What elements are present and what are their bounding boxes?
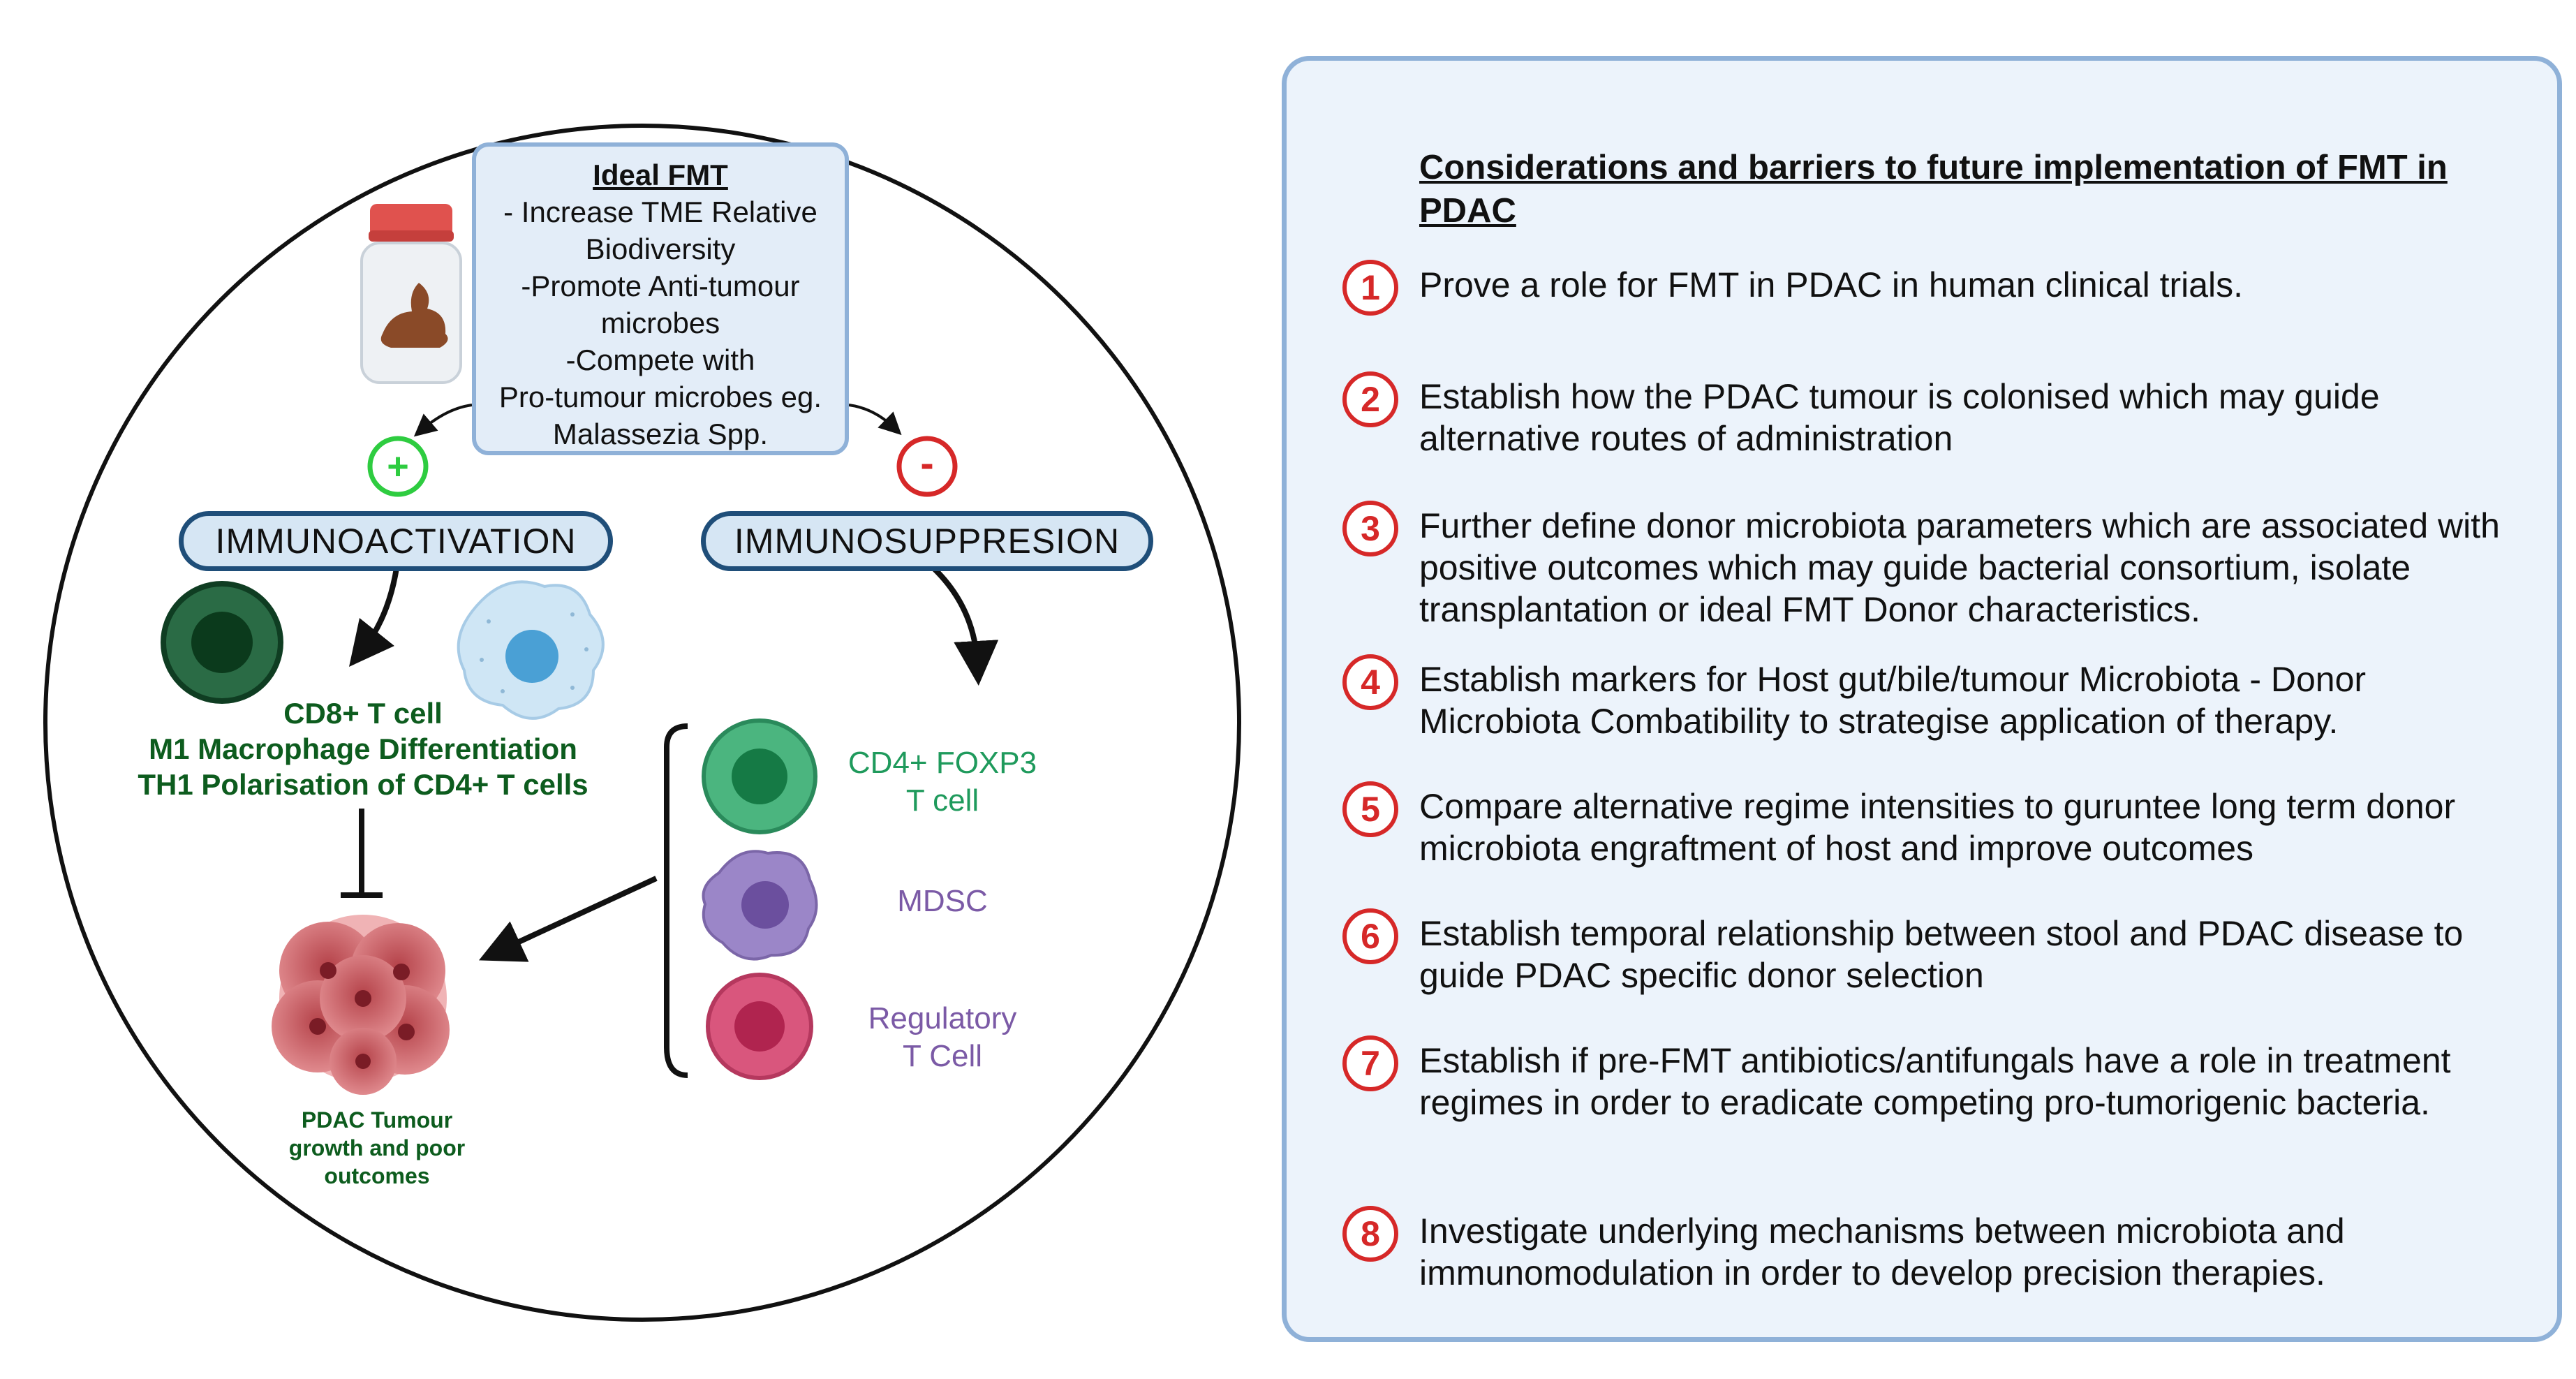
number-badge: 2 <box>1342 371 1398 427</box>
number-badge: 8 <box>1342 1206 1398 1262</box>
effect-th1: TH1 Polarisation of CD4+ T cells <box>138 768 589 801</box>
item-text: Investigate underlying mechanisms betwee… <box>1419 1211 2345 1292</box>
arrow-to-tumour <box>478 876 658 962</box>
outcome-text: PDAC Tumour growth and poor outcomes <box>258 1106 496 1190</box>
item-text: Establish markers for Host gut/bile/tumo… <box>1419 660 2367 741</box>
suppressor-bracket <box>664 723 688 1078</box>
label-mdsc: MDSC <box>897 884 988 918</box>
ideal-fmt-line: microbes <box>600 307 720 339</box>
ideal-fmt-line: -Compete with <box>565 344 755 376</box>
stool-jar-icon <box>360 204 462 384</box>
outcome-line: outcomes <box>324 1163 430 1188</box>
item-text: Establish how the PDAC tumour is colonis… <box>1419 377 2380 458</box>
item-text: Compare alternative regime intensities t… <box>1419 787 2456 868</box>
minus-sign: - <box>920 441 934 486</box>
label-treg: Regulatory T Cell <box>868 1001 1017 1073</box>
arrow-to-minus <box>848 404 902 436</box>
number-badge: 5 <box>1342 781 1398 837</box>
item-text: Further define donor microbiota paramete… <box>1419 506 2500 629</box>
ideal-fmt-line: -Promote Anti-tumour <box>521 270 800 302</box>
tumour-cluster-icon <box>272 915 450 1095</box>
outcome-line: PDAC Tumour <box>301 1107 453 1133</box>
cd8-cell-icon <box>161 581 283 704</box>
plus-sign: + <box>387 445 409 487</box>
immunoactivation-pill: IMMUNOACTIVATION <box>179 511 613 571</box>
number-badge: 1 <box>1342 260 1398 316</box>
item-text: Establish if pre-FMT antibiotics/antifun… <box>1419 1041 2451 1122</box>
outcome-line: growth and poor <box>288 1135 466 1160</box>
ideal-fmt-line: Malassezia Spp. <box>552 418 769 450</box>
macrophage-icon <box>457 580 605 720</box>
immunosuppression-pill: IMMUNOSUPPRESION <box>701 511 1153 571</box>
ideal-fmt-line: Biodiversity <box>585 233 736 265</box>
panel-title: Considerations and barriers to future im… <box>1419 149 2448 230</box>
number-badge: 4 <box>1342 654 1398 710</box>
plus-circle <box>367 436 429 497</box>
ideal-fmt-box: Ideal FMT - Increase TME Relative Biodiv… <box>472 142 849 455</box>
ideal-fmt-title: Ideal FMT <box>593 158 728 191</box>
considerations-panel: Considerations and barriers to future im… <box>1282 56 2562 1342</box>
number-badge: 7 <box>1342 1035 1398 1091</box>
item-text: Prove a role for FMT in PDAC in human cl… <box>1419 265 2244 304</box>
number-badge: 3 <box>1342 501 1398 556</box>
activation-effects: CD8+ T cell M1 Macrophage Differentiatio… <box>119 695 607 802</box>
ideal-fmt-line: Pro-tumour microbes eg. <box>498 381 822 413</box>
cd4-foxp3-cell-icon <box>702 718 817 834</box>
effect-m1: M1 Macrophage Differentiation <box>149 732 577 765</box>
arrow-to-plus <box>413 404 473 437</box>
mdsc-cell-icon <box>702 850 818 961</box>
item-text: Establish temporal relationship between … <box>1419 914 2464 995</box>
ideal-fmt-line: - Increase TME Relative <box>503 196 817 228</box>
effect-cd8: CD8+ T cell <box>283 697 443 730</box>
minus-circle <box>896 436 958 497</box>
treg-cell-icon <box>706 973 813 1080</box>
label-cd4-foxp3: CD4+ FOXP3 T cell <box>847 746 1037 818</box>
number-badge: 6 <box>1342 908 1398 964</box>
